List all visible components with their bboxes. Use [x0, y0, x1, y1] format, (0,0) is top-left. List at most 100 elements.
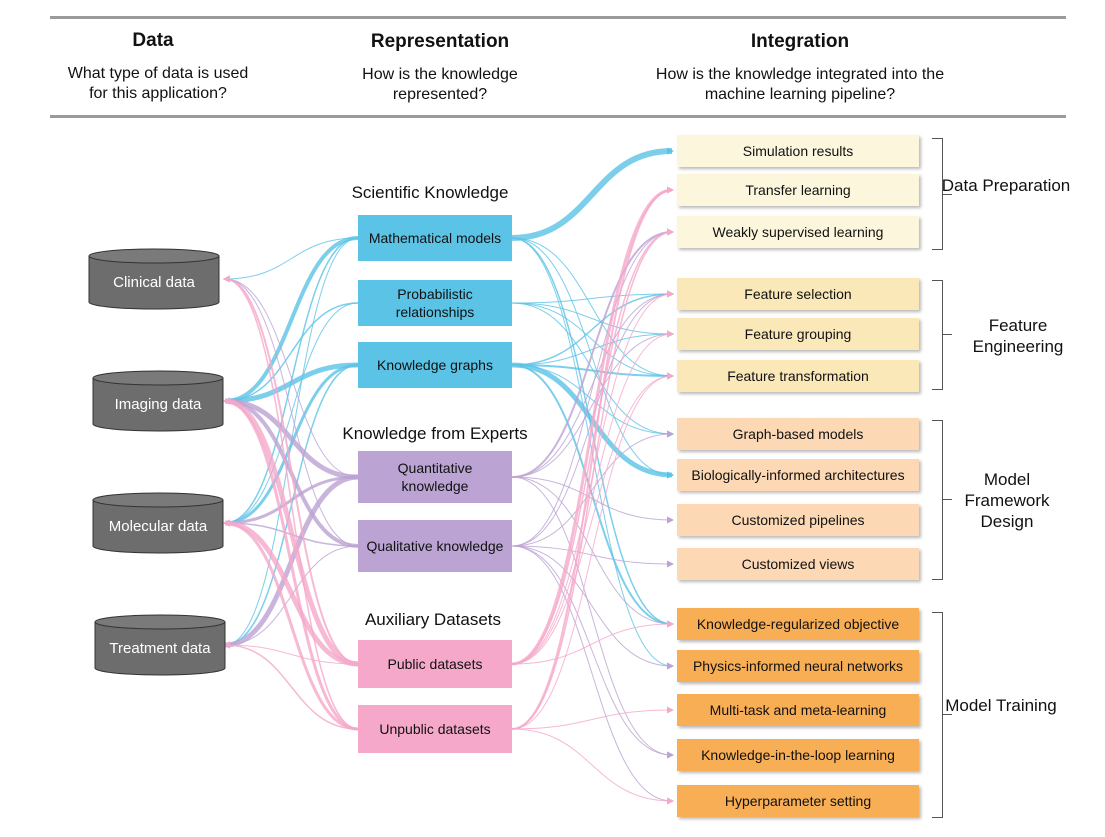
- bracket-tick: [943, 499, 952, 500]
- data-source-treatment: Treatment data: [94, 614, 226, 676]
- rep-mathematical-models: Mathematical models: [358, 215, 512, 261]
- edge-rep-to-integration: [511, 372, 674, 730]
- database-cylinder-icon: [94, 614, 226, 676]
- data-source-molecular: Molecular data: [92, 492, 224, 554]
- integ-knowledge-regularized-objective: Knowledge-regularized objective: [677, 608, 919, 640]
- edge-rep-to-integration: [511, 186, 674, 730]
- data-source-label: Imaging data: [114, 396, 202, 413]
- data-source-imaging: Imaging data: [92, 370, 224, 432]
- integ-graph-based-models: Graph-based models: [677, 418, 919, 450]
- rep-qualitative-knowledge: Qualitative knowledge: [358, 520, 512, 572]
- edge-rep-to-integration: [511, 330, 674, 478]
- edge-rep-to-integration: [511, 545, 674, 805]
- integ-weakly-supervised-learning: Weakly supervised learning: [677, 216, 919, 248]
- edge-rep-to-integration: [511, 545, 674, 759]
- edge-rep-to-integration: [511, 228, 674, 478]
- edge-rep-to-integration: [511, 364, 674, 380]
- edge-rep-to-data: [223, 236, 359, 405]
- edge-rep-to-data: [223, 397, 359, 667]
- edge-rep-to-integration: [511, 290, 674, 304]
- edge-rep-to-integration: [511, 290, 674, 478]
- edge-rep-to-integration: [511, 706, 674, 730]
- edge-rep-to-integration: [511, 330, 674, 665]
- top-rule: [50, 16, 1066, 19]
- edge-rep-to-integration: [511, 476, 674, 759]
- representation-column-question: How is the knowledge represented?: [362, 66, 518, 103]
- edge-rep-to-data: [223, 641, 359, 730]
- rep-unpublic-datasets: Unpublic datasets: [358, 705, 512, 753]
- group-title-auxiliary: Auxiliary Datasets: [364, 610, 502, 629]
- edge-rep-to-data: [223, 275, 359, 547]
- edge-rep-to-data: [223, 397, 359, 480]
- edge-rep-to-integration: [511, 302, 674, 438]
- edge-rep-to-integration: [511, 430, 674, 547]
- edge-rep-to-integration: [511, 545, 674, 670]
- edge-rep-to-integration: [511, 364, 674, 628]
- integ-customized-views: Customized views: [677, 548, 919, 580]
- group-title-scientific: Scientific Knowledge: [351, 183, 509, 202]
- edge-rep-to-data: [223, 362, 359, 405]
- edge-rep-to-data: [223, 275, 359, 665]
- edge-rep-to-integration: [511, 228, 674, 730]
- edge-rep-to-integration: [511, 545, 674, 568]
- bracket-data-preparation: [932, 138, 943, 250]
- database-cylinder-icon: [92, 370, 224, 432]
- bracket-model-framework-design: [932, 420, 943, 580]
- integ-customized-pipelines: Customized pipelines: [677, 504, 919, 536]
- edge-rep-to-integration: [511, 302, 674, 338]
- edge-rep-to-integration: [511, 302, 674, 380]
- edge-rep-to-data: [223, 519, 359, 667]
- edge-rep-to-data: [223, 641, 359, 665]
- integ-feature-selection: Feature selection: [677, 278, 919, 310]
- edge-rep-to-integration: [511, 372, 674, 665]
- edge-rep-to-integration: [511, 147, 674, 241]
- edge-rep-to-integration: [511, 620, 674, 665]
- integ-simulation-results: Simulation results: [677, 135, 919, 167]
- integ-multi-task-and-meta-learning: Multi-task and meta-learning: [677, 694, 919, 726]
- edge-rep-to-data: [223, 302, 359, 405]
- edge-rep-to-data: [223, 237, 359, 283]
- bracket-tick: [943, 714, 952, 715]
- category-data-preparation: Data Preparation: [941, 176, 1071, 195]
- edge-rep-to-integration: [511, 728, 674, 805]
- edge-rep-to-integration: [511, 290, 674, 366]
- edge-rep-to-data: [223, 519, 359, 731]
- integ-knowledge-in-the-loop-learning: Knowledge-in-the-loop learning: [677, 739, 919, 771]
- edge-rep-to-integration: [511, 237, 674, 380]
- integ-physics-informed-neural-networks: Physics-informed neural networks: [677, 650, 919, 682]
- group-title-experts: Knowledge from Experts: [342, 424, 528, 443]
- data-source-label: Treatment data: [109, 640, 211, 657]
- integ-feature-transformation: Feature transformation: [677, 360, 919, 392]
- edge-rep-to-integration: [511, 228, 674, 665]
- edge-rep-to-data: [223, 275, 359, 478]
- bracket-tick: [943, 194, 952, 195]
- integ-biologically-informed-architectures: Biologically-informed architectures: [677, 459, 919, 491]
- bracket-tick: [943, 334, 952, 335]
- rep-public-datasets: Public datasets: [358, 640, 512, 688]
- bracket-feature-engineering: [932, 280, 943, 390]
- edge-rep-to-data: [223, 275, 359, 730]
- edge-rep-to-data: [223, 397, 359, 731]
- data-column-title: Data: [132, 30, 174, 51]
- rep-knowledge-graphs: Knowledge graphs: [358, 342, 512, 388]
- category-model-framework-design: Model Framework Design: [964, 470, 1050, 531]
- data-source-clinical: Clinical data: [88, 248, 220, 310]
- edge-rep-to-integration: [511, 186, 674, 666]
- database-cylinder-icon: [88, 248, 220, 310]
- rep-probabilistic-relationships: Probabilistic relationships: [358, 280, 512, 326]
- edge-rep-to-integration: [511, 330, 674, 366]
- data-source-label: Clinical data: [113, 274, 195, 291]
- integ-hyperparameter-setting: Hyperparameter setting: [677, 785, 919, 817]
- representation-column-title: Representation: [370, 31, 510, 52]
- integ-feature-grouping: Feature grouping: [677, 318, 919, 350]
- bracket-model-training: [932, 612, 943, 818]
- header-rule: [50, 115, 1066, 118]
- rep-quantitative-knowledge: Quantitative knowledge: [358, 451, 512, 503]
- integration-column-title: Integration: [750, 31, 850, 52]
- category-model-training: Model Training: [945, 696, 1057, 715]
- edge-rep-to-integration: [511, 228, 674, 547]
- data-column-question: What type of data is used for this appli…: [67, 65, 249, 102]
- data-source-label: Molecular data: [108, 518, 208, 535]
- database-cylinder-icon: [92, 492, 224, 554]
